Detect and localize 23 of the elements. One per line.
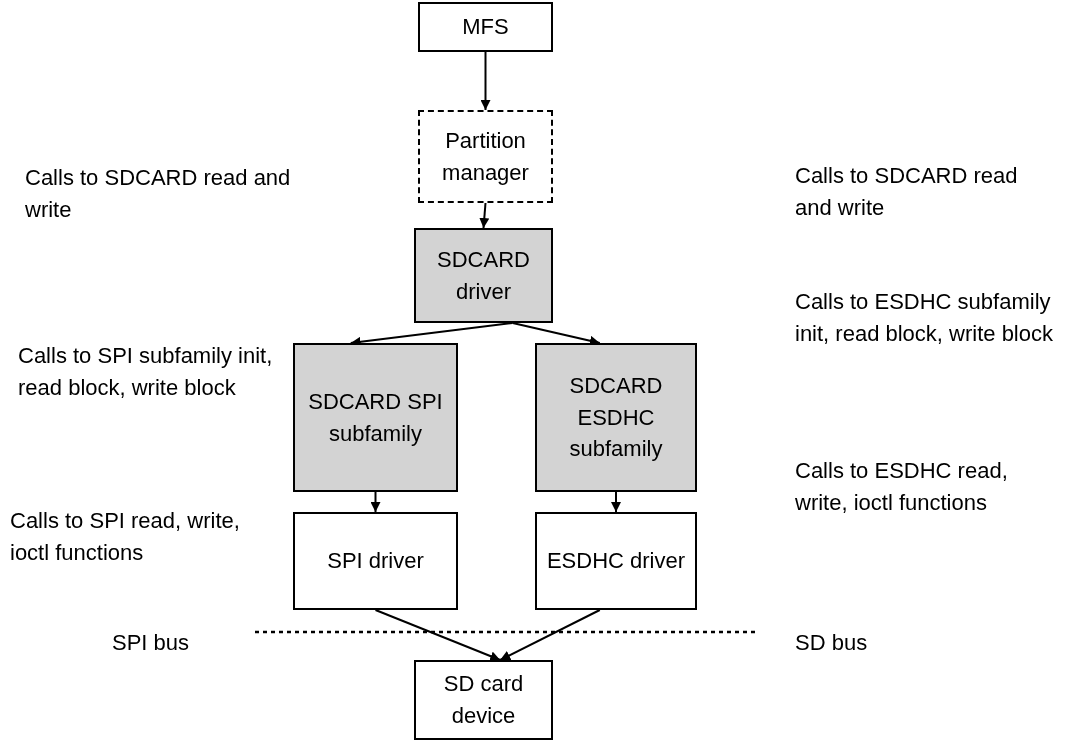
annotation-text: Calls to ESDHC subfamily init, read block, write block [795,288,1054,348]
arrow [499,609,601,661]
annotation-text: SPI bus [112,629,191,657]
arrow [374,609,502,661]
annotation-text: Calls to SDCARD read and write [25,164,292,224]
module-box: SDCARD driver [414,228,553,323]
annotation-text: Calls to SPI read, write, ioctl functions [10,507,241,567]
arrow [511,322,601,346]
arrow [611,491,621,513]
arrow [479,202,490,229]
module-box: SDCARD ESDHC subfamily [535,343,697,492]
process-box: Partition manager [418,110,553,203]
arrow [480,51,491,111]
process-box: SPI driver [293,512,458,610]
process-box: ESDHC driver [535,512,697,610]
annotation-text: Calls to SDCARD read and write [795,162,1019,222]
annotation-text: Calls to SPI subfamily init, read block, write block [18,342,274,402]
annotation-text: SD bus [795,629,869,657]
annotation-text: Calls to ESDHC read, write, ioctl functions [795,457,1009,517]
module-box: SDCARD SPI subfamily [293,343,458,492]
process-box: MFS [418,2,553,52]
process-box: SD card device [414,660,553,740]
arrow [370,491,381,513]
